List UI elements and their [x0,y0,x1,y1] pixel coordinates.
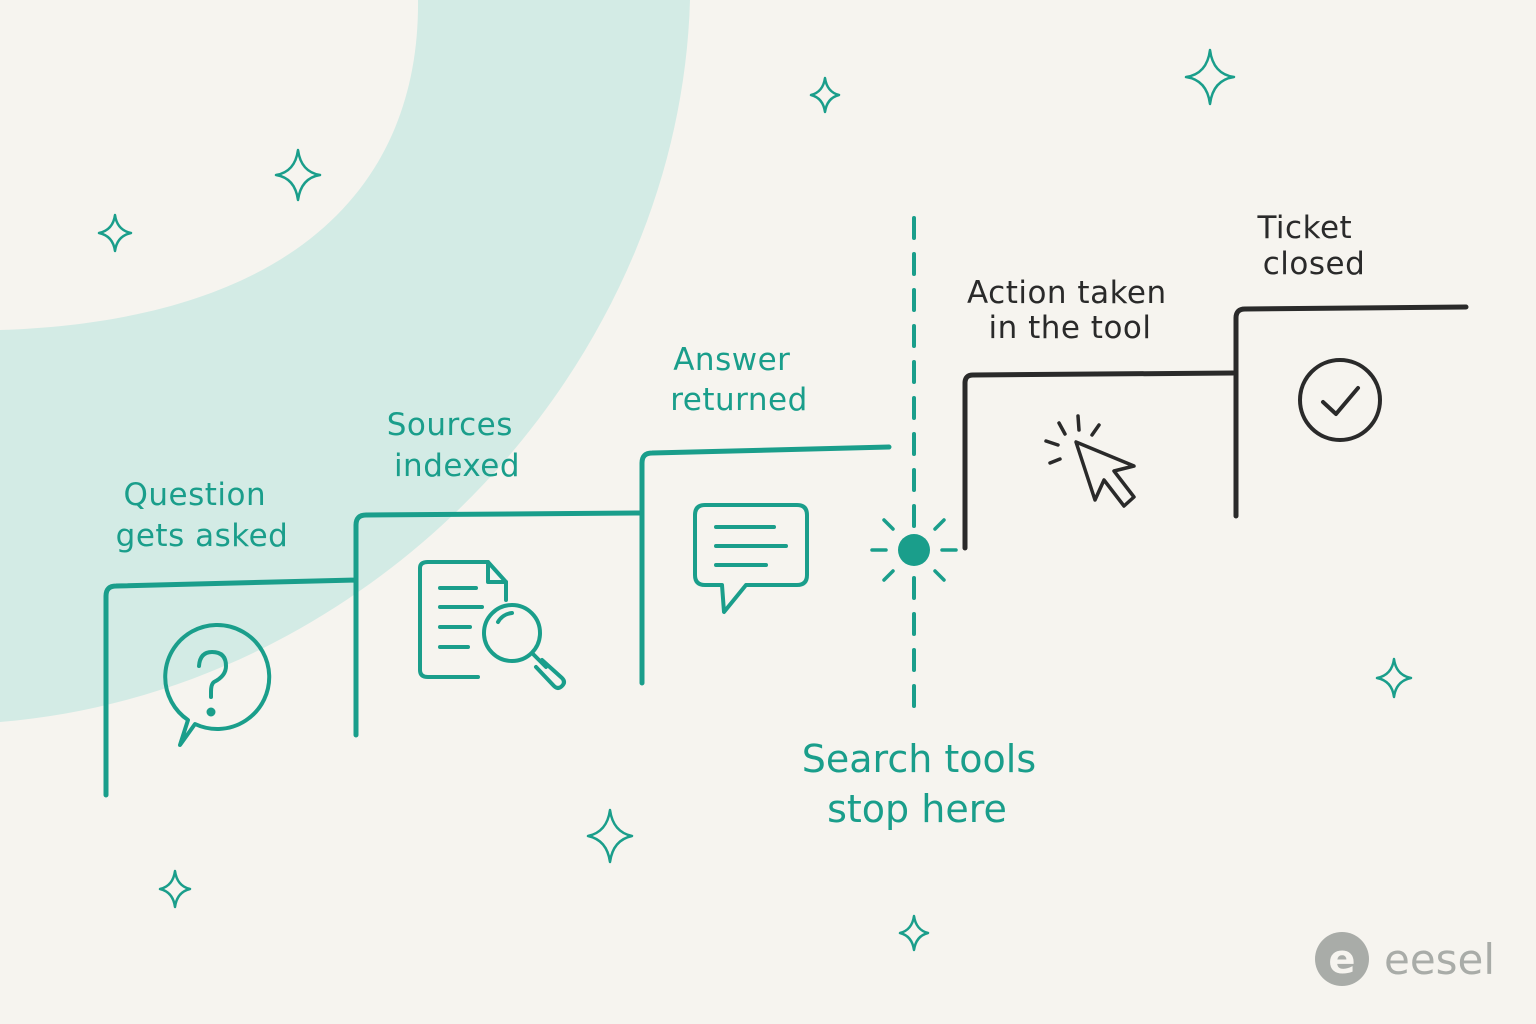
sparkle-icon [1375,657,1413,699]
background-arc [0,0,690,722]
step-label-line: in the tool [988,310,1151,346]
step-label-line: closed [1263,246,1366,282]
divider-label-line: Search tools [802,737,1036,781]
brand-name: eesel [1384,935,1495,984]
step-label-line: Question [123,477,266,513]
sparkle-icon [97,213,133,253]
document-search-icon [418,560,566,690]
divider-label-line: stop here [827,787,1007,831]
step-label-ticket: Ticket closed [1256,210,1365,282]
brand-mark-letter: e [1328,937,1355,983]
sparkle-icon [586,808,634,864]
chat-bubble-icon [693,503,809,614]
sparkle-icon [158,869,192,909]
staircase-dark-line [962,304,1469,551]
cursor-click-icon [1044,414,1136,508]
sparkles [97,48,1413,952]
staircase-teal-line [103,444,892,798]
question-bubble-icon [163,623,272,747]
divider-dot-icon [870,518,958,582]
step-label-line: Answer [673,342,790,378]
brand-mark-icon [1315,932,1369,986]
sparkle-icon [274,148,322,202]
check-circle-icon [1298,358,1382,442]
step-label-line: returned [670,382,808,418]
step-label-line: indexed [394,448,520,484]
step-label-line: Sources [387,407,513,443]
step-label-action: Action taken in the tool [967,275,1177,346]
step-label-question: Question gets asked [116,477,289,554]
sparkle-icon [809,76,841,114]
step-label-line: Ticket [1256,210,1352,246]
step-label-line: Action taken [967,275,1167,311]
step-label-sources: Sources indexed [387,407,523,484]
divider-label: Search tools stop here [802,737,1048,831]
step-label-line: gets asked [116,518,289,554]
step-label-answer: Answer returned [670,342,808,418]
sparkle-icon [898,914,930,952]
sparkle-icon [1184,48,1236,106]
brand-logo: e eesel [1315,932,1495,986]
